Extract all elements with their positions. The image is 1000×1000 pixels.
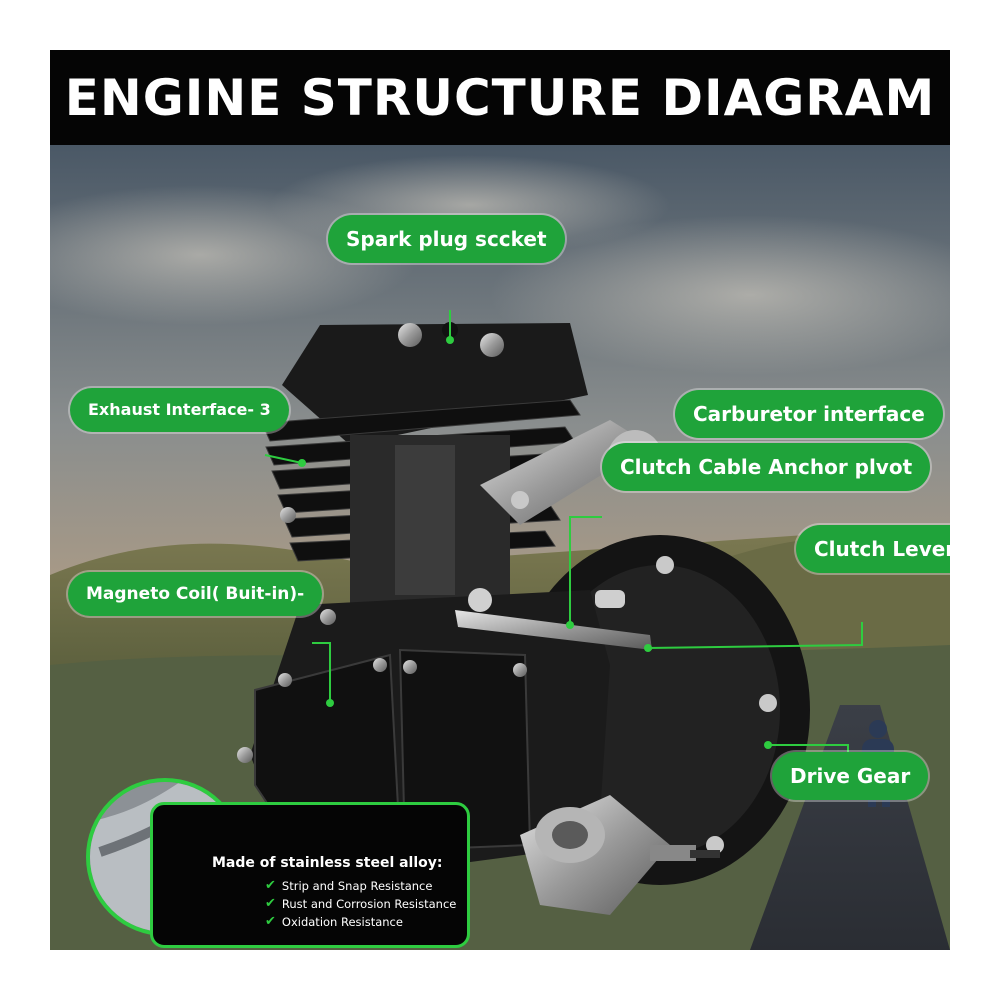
checkmark-icon: ✔ — [265, 878, 276, 893]
title-bar: ENGINE STRUCTURE DIAGRAM — [50, 50, 950, 145]
checkmark-icon: ✔ — [265, 914, 276, 929]
page-title: ENGINE STRUCTURE DIAGRAM — [64, 68, 936, 127]
label-magneto-coil: Magneto Coil( Buit-in)- — [68, 572, 323, 616]
feature-item: ✔ Rust and Corrosion Resistance — [265, 896, 457, 911]
label-drive-gear: Drive Gear — [772, 752, 929, 800]
checkmark-icon: ✔ — [265, 896, 276, 911]
material-callout-title: Made of stainless steel alloy: — [212, 855, 443, 871]
label-exhaust-interface: Exhaust Interface- 3 — [70, 388, 289, 432]
label-clutch-lever: Clutch Lever — [796, 525, 950, 573]
label-carburetor-interface: Carburetor interface — [675, 390, 943, 438]
diagram-frame: ENGINE STRUCTURE DIAGRAM — [50, 50, 950, 950]
label-clutch-cable-anchor-pivot: Clutch Cable Anchor plvot — [602, 443, 931, 491]
engine-illustration — [237, 322, 810, 915]
material-callout-box — [150, 802, 470, 948]
feature-item: ✔ Strip and Snap Resistance — [265, 878, 433, 893]
label-spark-plug-socket: Spark plug sccket — [328, 215, 565, 263]
feature-item: ✔ Oxidation Resistance — [265, 914, 403, 929]
